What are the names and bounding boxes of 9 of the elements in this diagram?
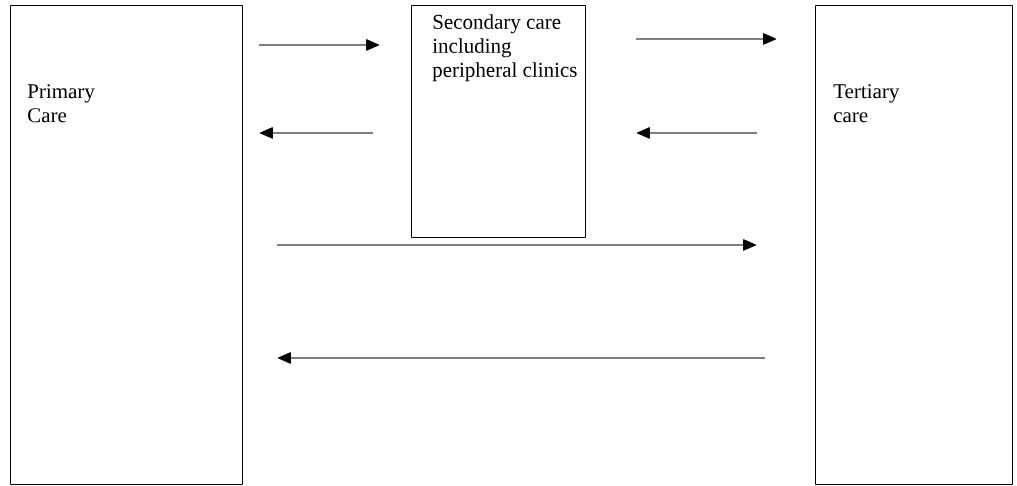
box: Tertiary care xyxy=(815,5,1013,485)
arrow xyxy=(258,39,380,51)
arrow xyxy=(635,33,777,45)
box: Primary Care xyxy=(10,5,243,485)
arrow xyxy=(259,127,374,139)
arrow xyxy=(636,127,758,139)
box: Secondary care including peripheral clinics xyxy=(411,5,586,238)
arrow xyxy=(276,239,757,251)
arrow xyxy=(277,352,766,364)
